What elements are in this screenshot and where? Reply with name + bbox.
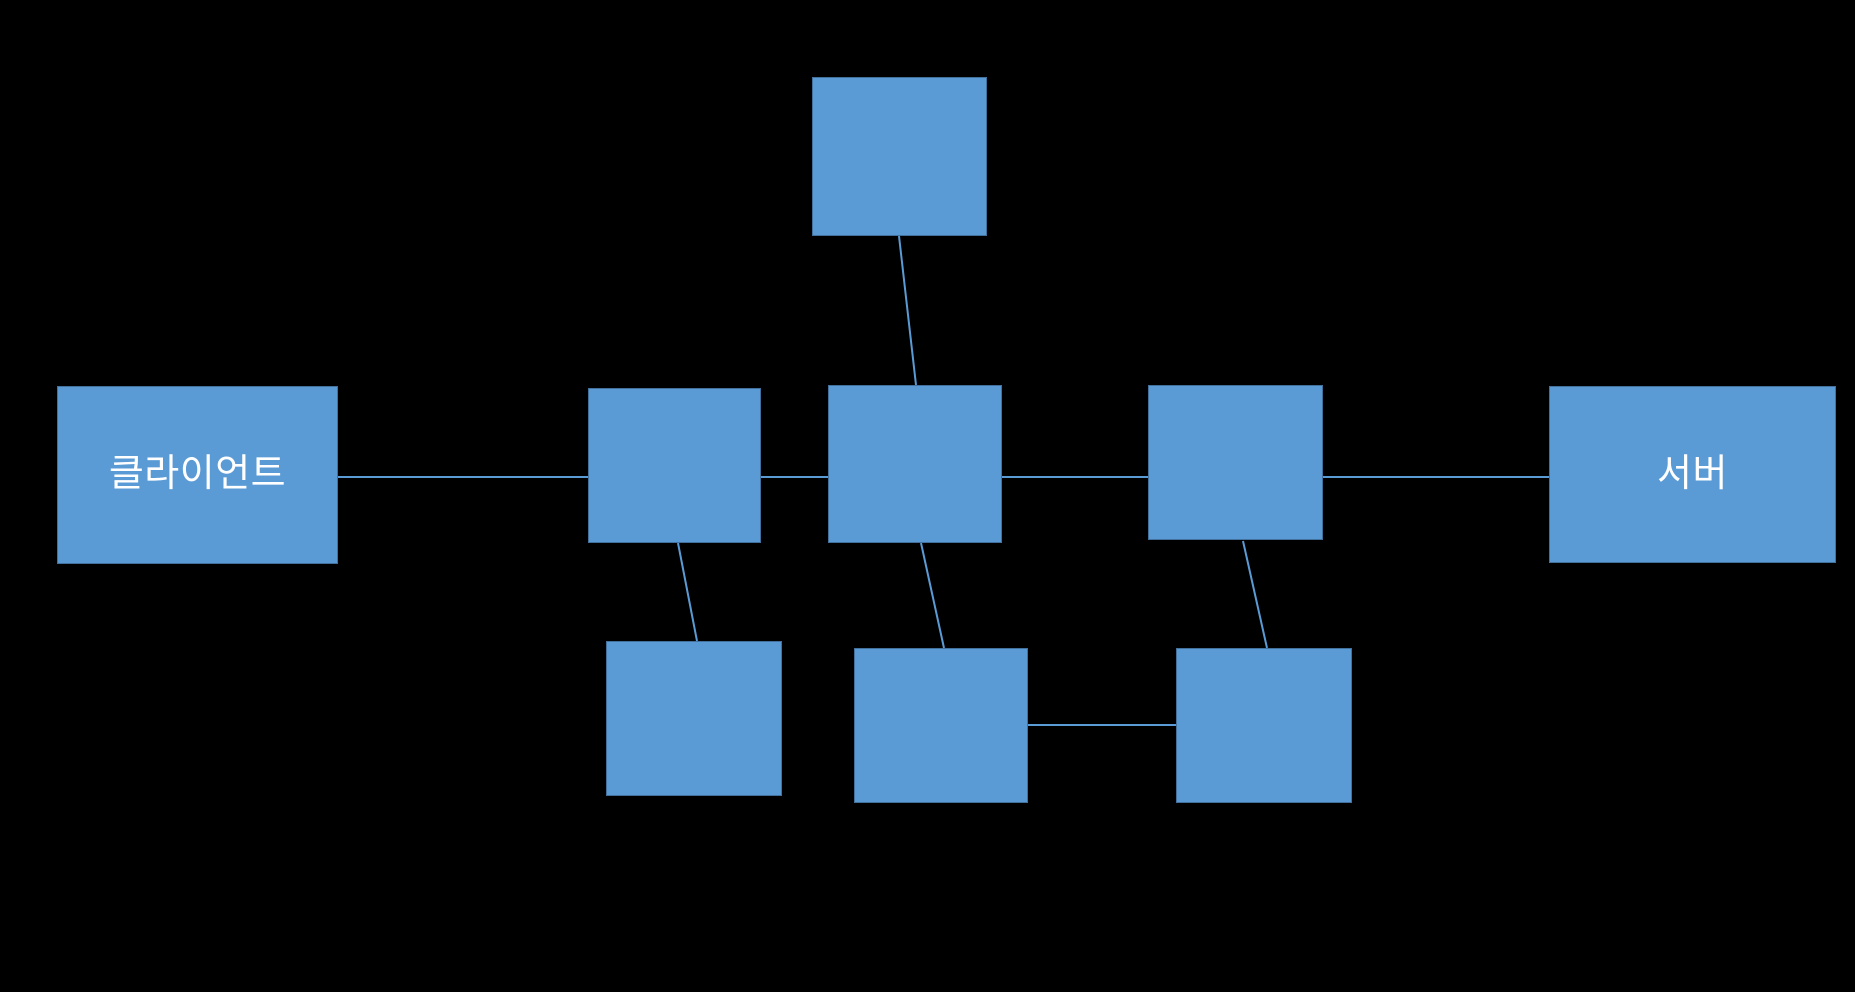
edge-n-mid-1-to-n-bot-1 bbox=[677, 542, 698, 642]
node-n-mid-3[interactable] bbox=[1148, 385, 1323, 540]
node-n-bot-1[interactable] bbox=[606, 641, 782, 796]
node-n-mid-2[interactable] bbox=[828, 385, 1002, 543]
edge-n-mid-2-to-n-bot-2 bbox=[920, 542, 945, 649]
node-n-mid-1[interactable] bbox=[588, 388, 761, 543]
node-n-bot-2[interactable] bbox=[854, 648, 1028, 803]
node-n-top[interactable] bbox=[812, 77, 987, 236]
node-n-bot-3[interactable] bbox=[1176, 648, 1352, 803]
node-label-server: 서버 bbox=[1657, 452, 1728, 495]
node-label-client: 클라이언트 bbox=[108, 453, 287, 496]
node-server[interactable]: 서버 bbox=[1549, 386, 1836, 563]
edge-n-top-to-n-mid-2 bbox=[898, 235, 917, 386]
edge-n-mid-3-to-n-bot-3 bbox=[1242, 540, 1268, 649]
node-client[interactable]: 클라이언트 bbox=[57, 386, 338, 564]
